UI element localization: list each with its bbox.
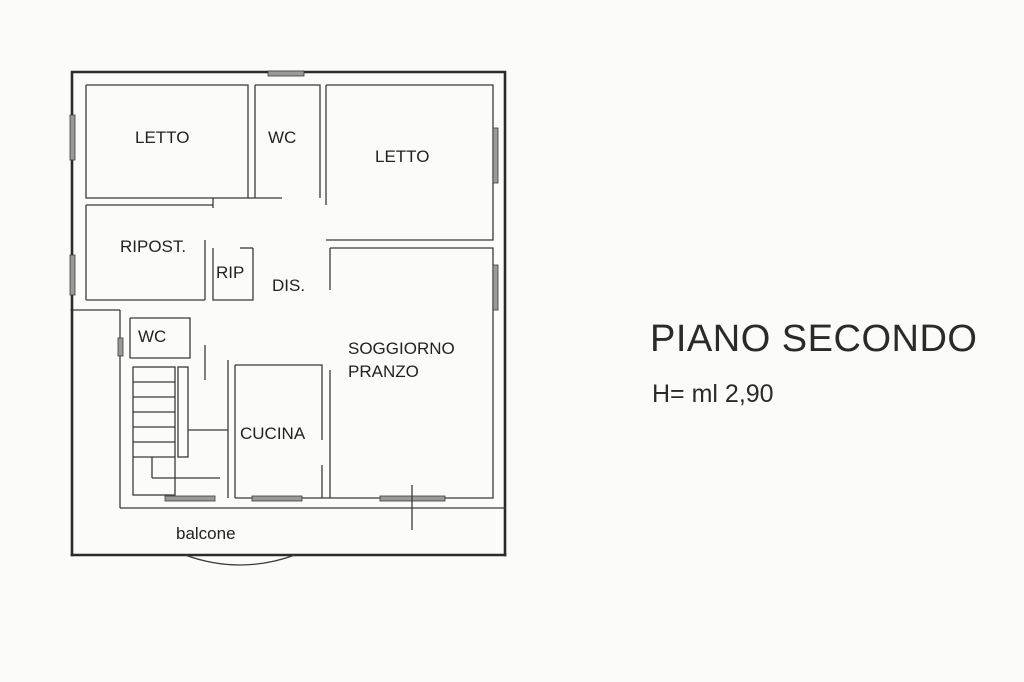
- room-disimpegno: DIS.: [272, 276, 305, 295]
- staircase: [132, 345, 228, 496]
- room-pranzo: PRANZO: [348, 362, 419, 381]
- room-cucina: CUCINA: [240, 424, 306, 443]
- room-rip: RIP: [216, 263, 244, 282]
- plan-title: PIANO SECONDO: [650, 318, 978, 360]
- room-wc-2: WC: [138, 327, 166, 346]
- ceiling-height: H= ml 2,90: [652, 380, 774, 408]
- room-soggiorno: SOGGIORNO: [348, 339, 455, 358]
- room-wc-1: WC: [268, 128, 296, 147]
- windows: [69, 70, 499, 530]
- room-letto-1: LETTO: [135, 128, 189, 147]
- room-ripostiglio: RIPOST.: [120, 237, 186, 256]
- balcony-door-arc: [184, 554, 296, 566]
- room-balcone: balcone: [176, 524, 236, 543]
- room-letto-2: LETTO: [375, 147, 429, 166]
- interior-walls: [85, 84, 494, 499]
